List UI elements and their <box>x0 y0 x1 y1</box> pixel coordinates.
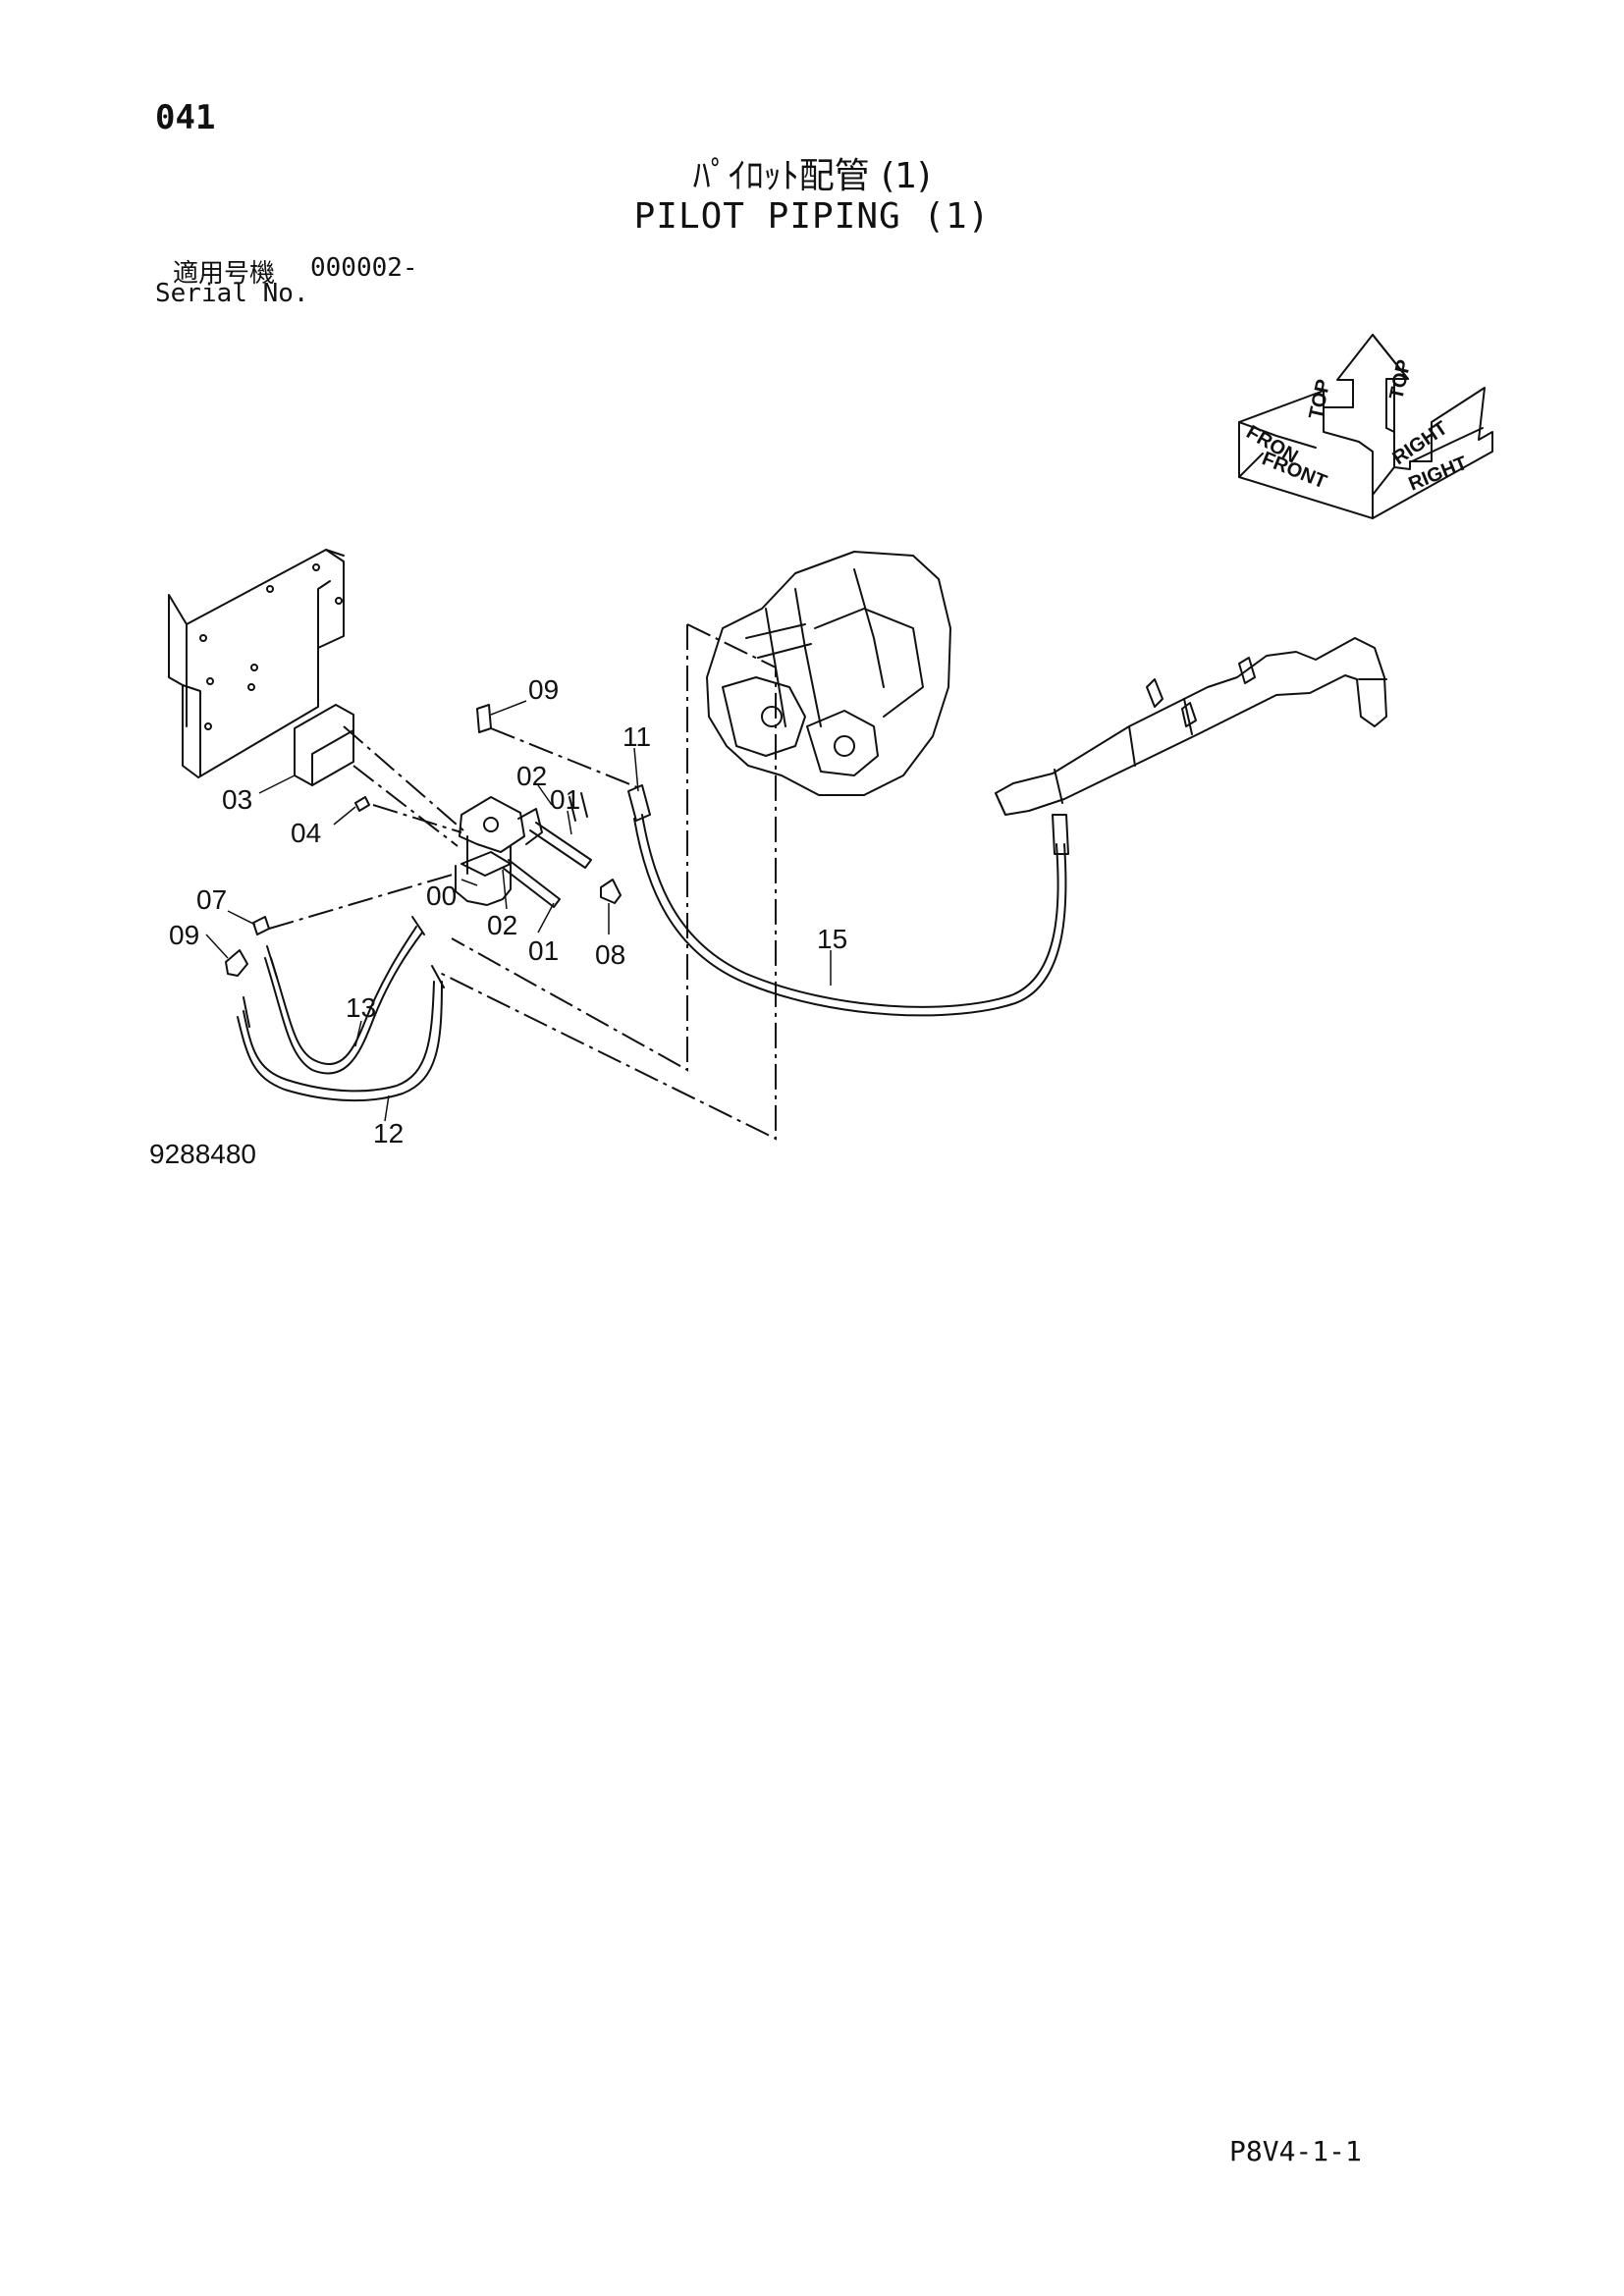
callout-09-left: 09 <box>169 920 199 950</box>
orientation-label-top-2: TOP <box>1385 358 1415 401</box>
pilot-filter-assembly <box>455 796 543 906</box>
callout-01-top: 01 <box>550 784 580 815</box>
hose-15 <box>641 814 1059 1008</box>
callout-08: 08 <box>595 939 625 970</box>
page-title-english: PILOT PIPING (1) <box>633 196 991 237</box>
page-number: 041 <box>155 98 216 137</box>
callout-07: 07 <box>196 884 227 915</box>
bolt-04 <box>354 796 370 812</box>
orientation-marker <box>1238 334 1493 519</box>
elbow-fitting-08 <box>600 879 622 904</box>
bolt-01-bottom <box>502 859 561 908</box>
callout-04: 04 <box>291 818 321 848</box>
serial-label-english: Serial No. <box>155 279 309 308</box>
hose-12 <box>243 981 435 1093</box>
orientation-label-top: TOP <box>1305 378 1334 421</box>
callout-12: 12 <box>373 1118 404 1148</box>
fitting-11 <box>627 784 651 822</box>
callout-09-top: 09 <box>528 674 559 705</box>
callout-03: 03 <box>222 784 252 815</box>
hose-13 <box>270 926 417 1066</box>
phantom-lines <box>268 623 777 1141</box>
page-code: P8V4-1-1 <box>1229 2135 1362 2167</box>
serial-label-japanese: 適用号機 <box>173 259 276 289</box>
elbow-fitting-09 <box>476 704 492 733</box>
callout-02-top: 02 <box>516 761 547 791</box>
mounting-bracket-plate <box>168 549 345 778</box>
serial-number-value: 000002- <box>310 253 418 283</box>
elbow-fitting-09-left <box>225 949 248 977</box>
callout-11: 11 <box>623 721 651 752</box>
callout-02-bottom: 02 <box>487 910 517 940</box>
callout-15: 15 <box>817 924 847 954</box>
pilot-pipe-manifold <box>995 637 1387 816</box>
callout-13: 13 <box>346 992 376 1023</box>
callout-00: 00 <box>426 881 457 911</box>
page-title-japanese: ﾊﾟｲﾛｯﾄ配管 (1) <box>692 156 932 196</box>
small-bracket <box>294 704 354 786</box>
orientation-arrow-right <box>1372 334 1493 519</box>
drawing-number: 9288480 <box>149 1139 257 1169</box>
orientation-arrow-top <box>1323 378 1387 496</box>
leader-lines <box>205 700 832 1122</box>
hydraulic-pump-assembly <box>706 551 951 796</box>
connector-07 <box>252 916 270 935</box>
callout-01-bottom: 01 <box>528 935 559 966</box>
bolt-01-top <box>529 792 592 869</box>
